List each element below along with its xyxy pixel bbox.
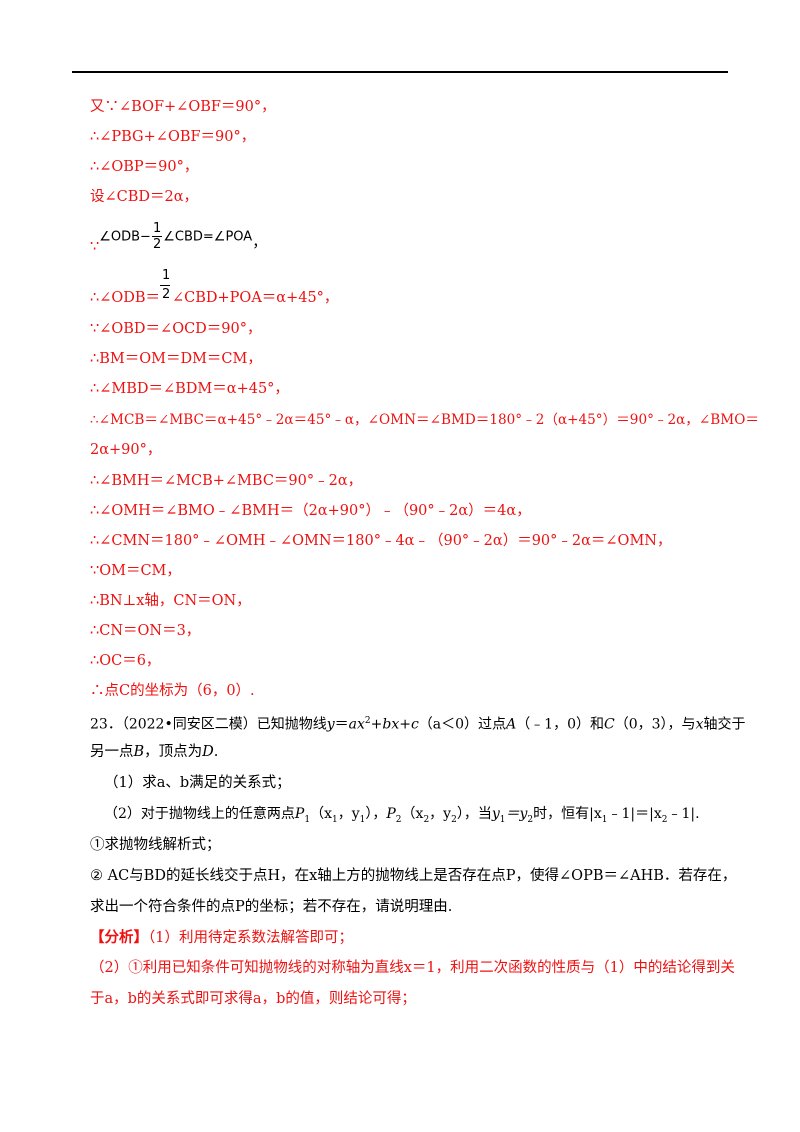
problem-line-1: 23．（2022•同安区二模）已知抛物线y＝ax2+bx+c（a＜0）过点A（﹣… (90, 711, 745, 735)
point-d: D (202, 744, 214, 760)
p2-close: ），当 (456, 806, 492, 822)
sub-question-2: ② AC与BD的延长线交于点H，在x轴上方的抛物线上是否存在点P，使得∠OPB＝… (90, 868, 737, 884)
fraction-numerator-2: 1 (162, 268, 171, 283)
solution-line-6b: ∠CBD+POA＝α+45°， (172, 290, 339, 306)
problem-source: （2022•同安区二模）已知抛物线 (121, 716, 327, 733)
point-a-coord: （﹣1，0）和 (516, 716, 605, 733)
y2: ＝y (505, 806, 528, 822)
solution-line-10: ∴∠MCB＝∠MBC＝α+45°﹣2α＝45°﹣α，∠OMN＝∠BMD＝180°… (90, 412, 759, 428)
solution-line-19: ∴点C的坐标为（6，0）. (90, 683, 255, 699)
p1-y-sub: 1 (359, 814, 366, 825)
eq-sign: ＝ (334, 716, 349, 733)
p2-x-sub: 2 (423, 814, 430, 825)
p1-x-sub: 1 (331, 814, 338, 825)
y1-sub: 1 (499, 814, 506, 825)
fraction-denominator: 2 (152, 237, 162, 252)
p2-y-sub: 2 (451, 814, 457, 825)
solution-line-13: ∴∠OMH＝∠BMO﹣∠BMH＝（2α+90°）﹣（90°﹣2α）＝4α， (90, 503, 531, 519)
solution-line-16: ∴BN⊥x轴，CN＝ON， (90, 593, 251, 609)
eq-rest: +bx+c (370, 716, 419, 733)
p1-x: （x (310, 806, 332, 822)
abs2-sub: 2 (661, 814, 668, 825)
y2-sub: 2 (527, 814, 534, 825)
solution-line-11: 2α+90°， (90, 442, 162, 458)
because-symbol: ∵ (90, 238, 100, 255)
y1: y (491, 806, 500, 822)
p1: P (294, 806, 305, 822)
solution-line-8: ∴BM＝OM＝DM＝CM， (90, 351, 262, 367)
point-a: A (506, 716, 517, 733)
analysis-line-3: 于a，b的关系式即可求得a，b的值，则结论可得； (90, 991, 416, 1007)
q2-c: ﹣1|＝|x (607, 806, 662, 822)
problem-line2-c: . (213, 744, 219, 760)
solution-line-2: ∴∠PBG+∠OBF＝90°， (90, 129, 256, 145)
x-axis-var: x (695, 716, 704, 733)
solution-line-7: ∵∠OBD＝∠OCD＝90°， (90, 321, 262, 337)
solution-line-4: 设∠CBD＝2α， (90, 189, 199, 205)
point-c-coord: （0，3），与 (614, 716, 696, 733)
problem-tail: 轴交于 (703, 716, 746, 733)
solution-line-14: ∴∠CMN＝180°﹣∠OMH﹣∠OMN＝180°﹣4α﹣（90°﹣2α）＝90… (90, 533, 672, 549)
solution-line-15: ∵OM＝CM， (90, 563, 181, 579)
eq-condition: （a＜0）过点 (418, 716, 507, 733)
eq-square: 2 (364, 716, 371, 726)
q2-d: ﹣1|. (667, 806, 700, 822)
formula-left: ∠ODB− (99, 229, 151, 245)
problem-line2-b: ，顶点为 (144, 744, 203, 760)
solution-line-9: ∴∠MBD＝∠BDM＝α+45°， (90, 381, 289, 397)
solution-line-12: ∴∠BMH＝∠MCB+∠MBC＝90°﹣2α， (90, 473, 363, 489)
fraction-bar-2 (160, 285, 170, 286)
p2-sub: 2 (395, 814, 402, 825)
fraction-denominator-2: 2 (162, 287, 171, 302)
solution-line-3: ∴∠OBP＝90°， (90, 159, 199, 175)
analysis-line-2: （2）①利用已知条件可知抛物线的对称轴为直线x＝1，利用二次函数的性质与（1）中… (90, 960, 735, 976)
abs1-sub: 1 (601, 814, 608, 825)
problem-line-2: 另一点B，顶点为D. (90, 742, 218, 762)
solution-line-17: ∴CN＝ON＝3， (90, 623, 201, 639)
solution-line-18: ∴OC＝6， (90, 653, 161, 669)
p1-y: ，y (337, 806, 360, 822)
p1-sub: 1 (304, 814, 311, 825)
question-1: （1）求a、b满足的关系式； (104, 775, 291, 791)
analysis-line-1: 【分析】（1）利用待定系数法解答即可； (90, 928, 353, 948)
point-b: B (133, 744, 145, 760)
solution-line-1: 又∵∠BOF+∠OBF＝90°， (90, 99, 276, 115)
solution-line-6a: ∴∠ODB＝ (90, 290, 161, 306)
analysis-tag: 【分析】 (90, 929, 148, 946)
p2-x: （x (401, 806, 424, 822)
comma: ， (252, 234, 267, 251)
sub-question-1: ①求抛物线解析式； (90, 837, 221, 853)
problem-line2-a: 另一点 (90, 744, 134, 760)
problem-number: 23． (90, 716, 122, 733)
header-rule (72, 71, 728, 73)
q2-b: 时，恒有|x (533, 806, 602, 822)
eq-ax: ax (348, 716, 365, 733)
sub-question-2-cont: 求出一个符合条件的点P的坐标；若不存在，请说明理由. (90, 899, 453, 915)
q2-a: （2）对于抛物线上的任意两点 (104, 806, 295, 822)
question-2: （2）对于抛物线上的任意两点P1（x1，y1），P2（x2，y2），当y1＝y2… (104, 804, 700, 830)
formula-right: ∠CBD=∠POA (163, 229, 253, 245)
p2: P (386, 806, 396, 822)
p2-y: ，y (429, 806, 452, 822)
analysis-part-1: （1）利用待定系数法解答即可； (148, 930, 353, 946)
point-c: C (604, 716, 615, 733)
fraction-numerator: 1 (151, 221, 163, 237)
eq-y: y (326, 716, 335, 733)
p1-close: ）， (365, 806, 387, 822)
